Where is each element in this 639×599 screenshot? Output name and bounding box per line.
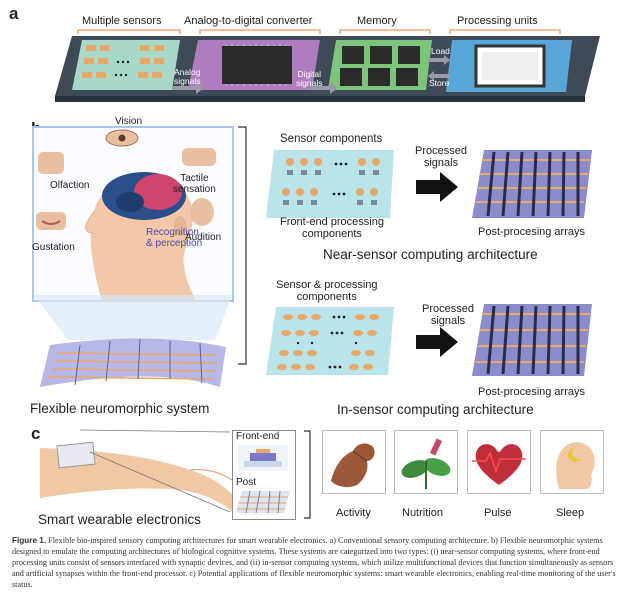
- post-processing-array-in: [472, 304, 592, 376]
- panel-a-letter: a: [9, 4, 19, 23]
- sleep-head-icon: [556, 442, 595, 489]
- panel-c-bracket: [304, 430, 311, 519]
- digital-signals-label: Digital signals: [296, 69, 323, 88]
- adc-label: Analog-to-digital converter: [184, 15, 313, 27]
- muscle-arm-icon: [331, 443, 375, 488]
- post-processing-array-near: [472, 150, 592, 218]
- analog-signals-label: Analog signals: [174, 67, 201, 86]
- front-end-inset-label: Front-end: [236, 431, 280, 442]
- conventional-architecture-illustration: [55, 29, 600, 102]
- smart-wearable-label: Smart wearable electronics: [38, 512, 201, 527]
- processed-signals-in-label: Processed signals: [422, 303, 474, 327]
- heart-icon: [472, 444, 526, 485]
- memory-label: Memory: [357, 15, 397, 27]
- head-brain-illustration: [36, 129, 216, 301]
- app-sleep-label: Sleep: [556, 507, 585, 519]
- sensor-processing-label: Sensor & processing components: [276, 279, 378, 303]
- zoom-lines: [79, 429, 231, 513]
- in-sensor-title: In-sensor computing architecture: [337, 402, 534, 417]
- app-nutrition-label: Nutrition: [402, 507, 443, 519]
- caption-figure-label: Figure 1.: [12, 536, 47, 545]
- near-sensor-title: Near-sensor computing architecture: [323, 247, 538, 262]
- figure-caption: Figure 1. Flexible bio-inspired sensory …: [12, 535, 626, 590]
- app-activity-label: Activity: [336, 507, 371, 519]
- sleep-tile: [540, 430, 604, 494]
- ear-icon: [190, 198, 214, 226]
- post-processing-near-label: Post-procesing arrays: [478, 226, 585, 238]
- in-sensor-board: [266, 307, 394, 375]
- recognition-label: Recognition & perception: [146, 227, 203, 249]
- tactile-label: Tactile sensation: [173, 173, 216, 195]
- processed-signals-near-label: Processed signals: [415, 145, 467, 169]
- finger-icon: [182, 148, 216, 166]
- nose-icon: [38, 152, 64, 174]
- store-label: Store: [429, 78, 450, 88]
- arrow-right-in-icon: [416, 327, 458, 357]
- front-end-label: Front-end processing components: [280, 216, 384, 240]
- post-inset-label: Post: [236, 477, 257, 488]
- flexible-sheet-illustration: [34, 295, 232, 387]
- multiple-sensors-label: Multiple sensors: [82, 15, 162, 27]
- sensor-components-label: Sensor components: [280, 133, 383, 145]
- wrist-illustration: [40, 441, 238, 514]
- panel-b-bracket: [238, 126, 247, 365]
- activity-tile: [322, 430, 386, 494]
- audition-label: Audition: [185, 232, 222, 243]
- app-pulse-label: Pulse: [484, 507, 512, 519]
- near-sensor-board: [266, 150, 394, 218]
- mouth-icon: [36, 212, 66, 230]
- panel-c-letter: c: [31, 424, 41, 443]
- processing-units-label: Processing units: [457, 15, 538, 27]
- caption-text: Flexible bio-inspired sensory computing …: [12, 536, 616, 589]
- post-array-icon: [236, 490, 290, 514]
- plant-icon: [401, 438, 451, 489]
- arrow-right-near-icon: [416, 172, 458, 202]
- front-end-device-icon: [238, 445, 288, 471]
- olfaction-label: Olfaction: [50, 180, 90, 191]
- pulse-tile: [467, 430, 531, 494]
- load-label: Load: [431, 46, 450, 56]
- nutrition-tile: [394, 430, 458, 494]
- vision-label: Vision: [115, 116, 143, 127]
- flexible-system-label: Flexible neuromorphic system: [30, 401, 210, 416]
- gustation-label: Gustation: [32, 242, 75, 253]
- post-processing-in-label: Post-procesing arrays: [478, 386, 585, 398]
- wearable-patch: [56, 441, 96, 469]
